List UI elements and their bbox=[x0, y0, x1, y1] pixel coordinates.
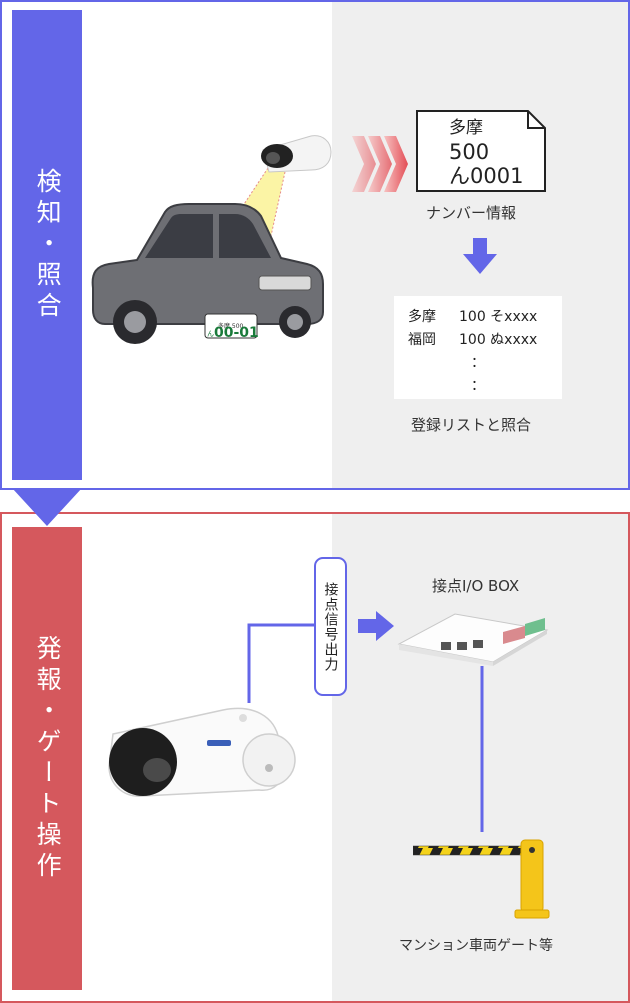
car-plate-small-text: 多摩 500 bbox=[218, 323, 244, 330]
plate-document-icon bbox=[416, 110, 546, 192]
plate-doc-number: ん0001 bbox=[449, 164, 524, 188]
brand-mark bbox=[207, 740, 231, 746]
list-row-region: 福岡 bbox=[408, 332, 436, 348]
plate-doc-region: 多摩 bbox=[449, 118, 483, 138]
plate-doc-class: 500 bbox=[449, 140, 490, 164]
alert-panel bbox=[0, 512, 630, 1003]
alert-section-label: 発報・ゲート操作 bbox=[12, 527, 82, 990]
io-box-icon bbox=[397, 613, 549, 666]
down-arrow-icon bbox=[463, 238, 497, 274]
car-plate-prefix: ん bbox=[207, 330, 214, 338]
wiring-lines bbox=[247, 623, 484, 832]
plate-info-caption: ナンバー情報 bbox=[426, 204, 517, 222]
list-row-number: 100 ぬxxxx bbox=[459, 332, 538, 348]
detection-section-label: 検知・照合 bbox=[12, 10, 82, 480]
transmit-chevrons-icon bbox=[352, 136, 408, 192]
gate-barrier-icon bbox=[413, 839, 550, 919]
detection-illustration bbox=[91, 135, 332, 344]
list-ellipsis: ： bbox=[471, 355, 485, 371]
contact-signal-output-box: 接点信号出力 bbox=[314, 557, 347, 696]
registration-list-box bbox=[394, 296, 562, 399]
camera-top-icon bbox=[261, 135, 332, 173]
list-row-region: 多摩 bbox=[408, 309, 436, 325]
section-flow-arrow-icon bbox=[12, 488, 82, 526]
alert-gray-area bbox=[332, 514, 628, 1001]
camera-bottom-icon bbox=[108, 707, 296, 797]
list-ellipsis: ： bbox=[471, 378, 485, 394]
right-arrow-icon bbox=[358, 611, 394, 641]
car-icon bbox=[91, 203, 324, 344]
list-match-caption: 登録リストと照合 bbox=[411, 416, 532, 434]
list-row-number: 100 そxxxx bbox=[459, 309, 538, 325]
car-plate-number: 00-01 bbox=[214, 325, 259, 341]
io-box-label: 接点I/O BOX bbox=[432, 577, 520, 595]
gate-caption: マンション車両ゲート等 bbox=[399, 938, 553, 954]
